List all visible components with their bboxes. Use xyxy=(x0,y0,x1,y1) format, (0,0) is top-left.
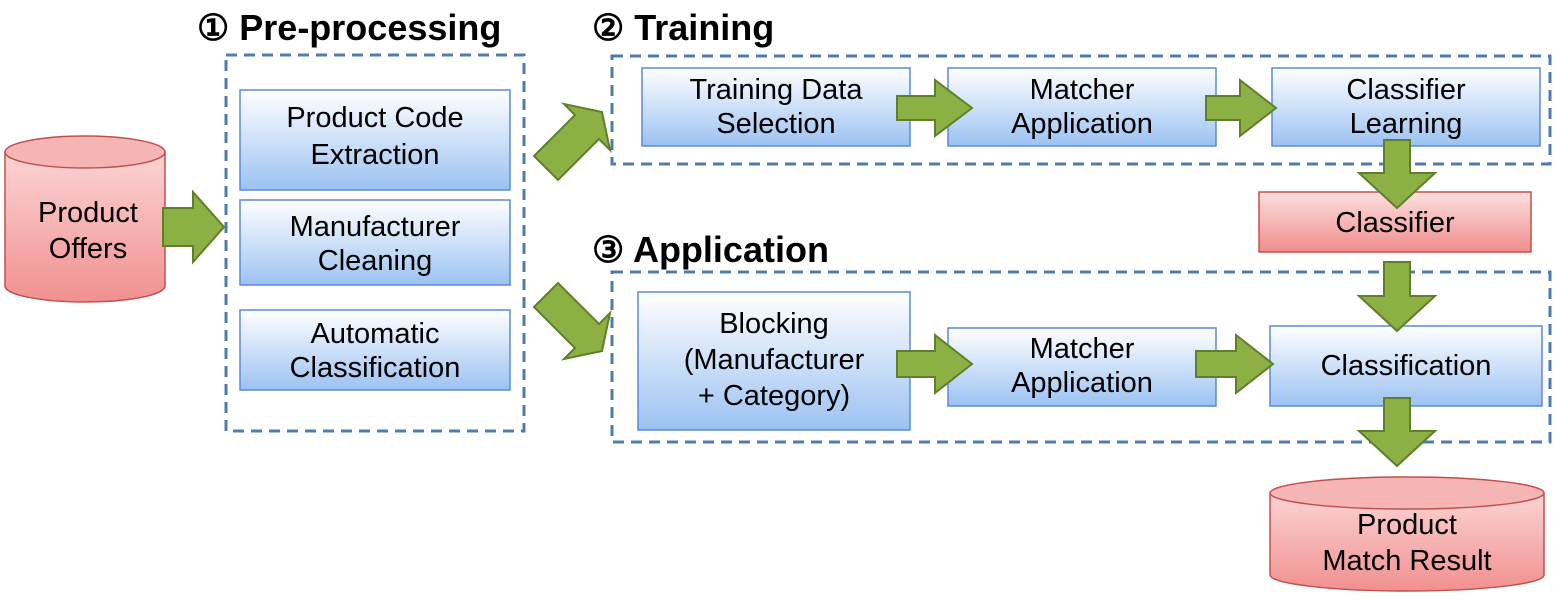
training-group xyxy=(610,54,1552,166)
step-automatic-classification: Automatic Classification xyxy=(239,309,511,391)
arrow-up-right-icon xyxy=(532,102,612,182)
step-label-line2: Cleaning xyxy=(318,245,432,277)
step-classification: Classification xyxy=(1269,325,1543,407)
step-label-line3: + Category) xyxy=(698,380,850,412)
preprocessing-group xyxy=(224,53,526,433)
arrow-down-right-icon xyxy=(532,281,612,361)
step-classifier-learning: Classifier Learning xyxy=(1271,67,1541,147)
arrow-right-icon xyxy=(162,189,226,265)
section-title-training: ② Training xyxy=(592,7,774,48)
application-group xyxy=(610,270,1552,444)
step-label-line1: Training Data xyxy=(689,74,863,106)
classifier-label: Classifier xyxy=(1335,207,1455,239)
arrow-right-icon xyxy=(896,332,974,396)
step-training-data-selection: Training Data Selection xyxy=(641,67,911,147)
product-offers-database: Product Offers xyxy=(4,135,166,303)
arrow-down-icon xyxy=(1356,139,1438,210)
step-training-matcher-application: Matcher Application xyxy=(947,67,1217,147)
arrow-right-icon xyxy=(1205,77,1278,139)
result-label-line2: Match Result xyxy=(1322,545,1491,577)
arrow-right-icon xyxy=(1195,332,1275,396)
step-label-line1: Manufacturer xyxy=(290,211,461,243)
product-offers-label-line2: Offers xyxy=(49,233,127,265)
section-title-application: ③ Application xyxy=(592,229,829,270)
arrow-down-icon xyxy=(1356,261,1438,333)
step-manufacturer-cleaning: Manufacturer Cleaning xyxy=(239,199,511,286)
product-match-result-database: Product Match Result xyxy=(1269,476,1545,592)
arrow-down-icon xyxy=(1356,397,1438,468)
step-label-line1: Product Code xyxy=(286,102,463,134)
step-label-line2: Extraction xyxy=(311,139,440,171)
step-label-line1: Matcher xyxy=(1030,74,1135,106)
arrow-right-icon xyxy=(896,77,974,139)
step-label-line2: Application xyxy=(1011,108,1153,140)
step-product-code-extraction: Product Code Extraction xyxy=(239,89,511,191)
section-title-preprocessing: ① Pre-processing xyxy=(197,7,501,48)
step-label-line2: Application xyxy=(1011,367,1153,399)
step-label-line2: Selection xyxy=(716,108,835,140)
step-label-line2: Classification xyxy=(290,352,461,384)
step-label-line1: Blocking xyxy=(719,308,829,340)
step-label-line1: Matcher xyxy=(1030,333,1135,365)
step-blocking: Blocking (Manufacturer + Category) xyxy=(637,291,911,431)
step-label-line1: Classification xyxy=(1321,350,1492,382)
step-application-matcher-application: Matcher Application xyxy=(947,327,1217,407)
step-label-line2: (Manufacturer xyxy=(684,344,865,376)
step-label-line2: Learning xyxy=(1350,108,1463,140)
result-label-line1: Product xyxy=(1357,509,1457,541)
step-label-line1: Classifier xyxy=(1346,74,1466,106)
product-offers-label-line1: Product xyxy=(38,197,138,229)
step-label-line1: Automatic xyxy=(311,318,440,350)
